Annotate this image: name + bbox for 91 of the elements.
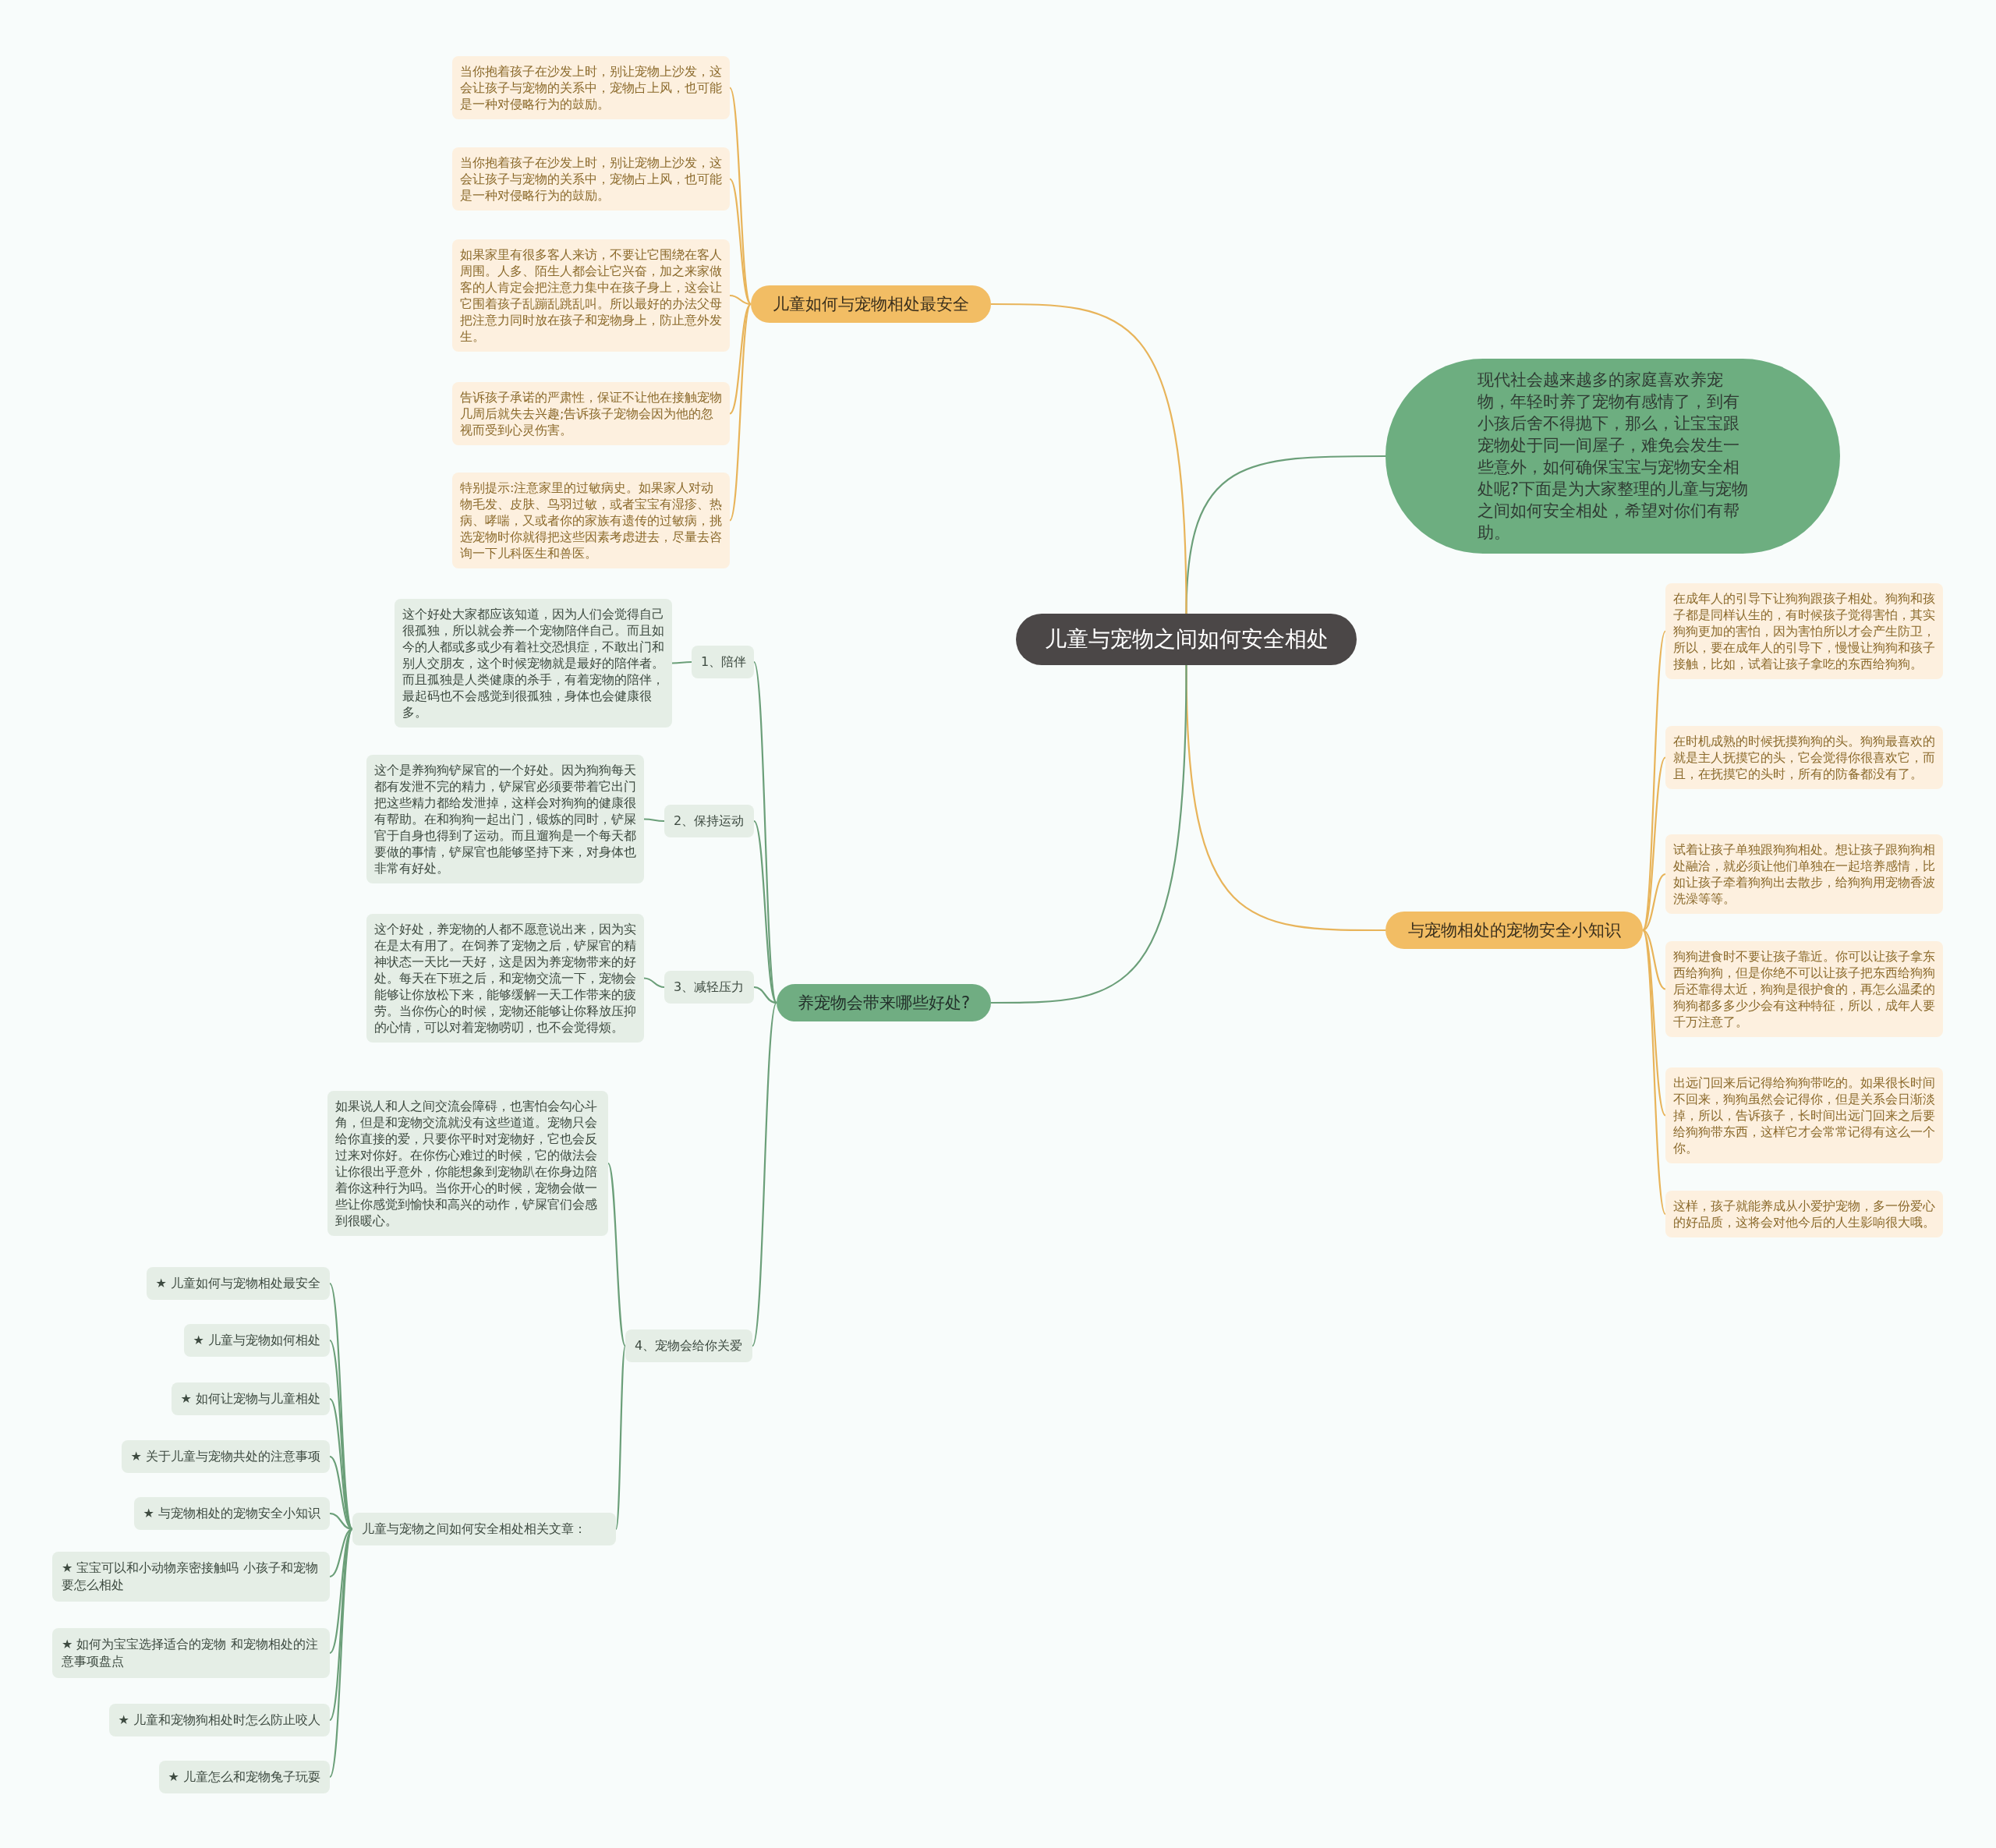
- connector-line: [753, 820, 777, 1004]
- topic-text: ★ 与宠物相处的宠物安全小知识: [143, 1505, 320, 1522]
- topic-box: [1665, 583, 1943, 679]
- connector-line: [329, 1340, 353, 1530]
- topic-text: 特别提示:注意家里的过敏病史。如果家人对动物毛发、皮肤、鸟羽过敏，或者宝宝有湿疹、热病、哮喘，又或者你的家族有遗传的过敏病，挑选宠物时你就得把这些因素考虑进去，尽量去咨询一下儿科医生和兽医。: [460, 480, 722, 561]
- topic-text: ★ 关于儿童与宠物共处的注意事项: [130, 1448, 320, 1465]
- topic-box: [1665, 941, 1943, 1037]
- topic-text: 试着让孩子单独跟狗狗相处。想让孩子跟狗狗相处融洽，就必须让他们单独在一起培养感情，比如让孩子牵着狗狗出去散步，给狗狗用宠物香波洗澡等等。: [1673, 841, 1935, 907]
- topic-text: ★ 宝宝可以和小动物亲密接触吗 小孩子和宠物要怎么相处: [62, 1559, 319, 1594]
- connector-line: [644, 818, 664, 823]
- connector-line: [752, 661, 778, 1004]
- topic-box: [52, 1628, 330, 1678]
- topic-text: 养宠物会带来哪些好处?: [797, 993, 971, 1014]
- topic-text: 出远门回来后记得给狗狗带吃的。如果很长时间不回来，狗狗虽然会记得你，但是关系会日渐淡掉，所以，告诉孩子，长时间出远门回来之后要给狗狗带东西，这样它才会常常记得有这么一个你。: [1673, 1074, 1935, 1156]
- topic-box: [1386, 912, 1643, 949]
- topic-text: 现代社会越来越多的家庭喜欢养宠物，年轻时养了宠物有感情了，到有小孩后舍不得抛下，那么，让宝宝跟宠物处于同一间屋子，难免会发生一些意外，如何确保宝宝与宠物安全相处呢?下面是为大家整理的儿童与宠物之间如何安全相处，希望对你们有帮助。: [1478, 370, 1750, 543]
- connector-line: [329, 1283, 353, 1530]
- topic-box: [1665, 1067, 1943, 1163]
- topic-box: [146, 1267, 330, 1300]
- topic-text: 如果说人和人之间交流会障碍，也害怕会勾心斗角，但是和宠物交流就没有这些道道。宠物只会给你直接的爱，只要你平时对宠物好，它也会反过来对你好。在你伤心难过的时候，它的做法会让你很出乎意外，你能想象到宠物趴在你身边陪着你这种行为吗。当你开心的时候，宠物会做一些让你感觉到愉快和高兴的动作，铲屎官们会感到很暖心。: [335, 1098, 598, 1229]
- topic-text: 1、陪伴: [701, 653, 747, 671]
- topic-box: [452, 382, 730, 445]
- topic-box: [452, 147, 730, 211]
- topic-box: [366, 755, 644, 883]
- topic-box: [352, 1513, 616, 1545]
- topic-text: ★ 如何让宠物与儿童相处: [180, 1390, 320, 1407]
- topic-text: 狗狗进食时不要让孩子靠近。你可以让孩子拿东西给狗狗，但是你绝不可以让孩子把东西给狗狗后还靠得太近，狗狗是很护食的，再怎么温柔的狗狗都多多少少会有这种特征，所以，成年人要千万注意了。: [1673, 948, 1935, 1030]
- connector-line: [729, 303, 752, 415]
- topic-text: ★ 儿童如何与宠物相处最安全: [155, 1275, 320, 1292]
- topic-box: [52, 1552, 330, 1602]
- topic-box: [452, 473, 730, 568]
- topic-box: [625, 1329, 752, 1362]
- topic-box: [1665, 726, 1943, 789]
- topic-box: [121, 1440, 330, 1473]
- topic-text: 在成年人的引导下让狗狗跟孩子相处。狗狗和孩子都是同样认生的，有时候孩子觉得害怕，其实狗狗更加的害怕，因为害怕所以才会产生防卫，所以，要在成年人的引导下，慢慢让狗狗和孩子接触，比如，试着让孩子拿吃的东西给狗狗。: [1673, 590, 1935, 672]
- topic-box: [692, 646, 754, 678]
- topic-box: [751, 285, 991, 323]
- connector-line: [1642, 756, 1666, 931]
- topic-box: [327, 1091, 608, 1236]
- topic-box: [664, 805, 754, 837]
- connector-line: [991, 665, 1187, 1004]
- connector-line: [753, 986, 777, 1004]
- connector-line: [1642, 631, 1666, 931]
- topic-box: [108, 1704, 330, 1736]
- topic-text: 这样，孩子就能养成从小爱护宠物，多一份爱心的好品质，这将会对他今后的人生影响很大哦。: [1673, 1198, 1935, 1230]
- connector-line: [1642, 929, 1666, 990]
- connector-line: [752, 1002, 777, 1347]
- connector-line: [329, 1528, 353, 1778]
- topic-box: [777, 984, 991, 1021]
- topic-text: ★ 儿童和宠物狗相处时怎么防止咬人: [118, 1712, 320, 1729]
- connector-line: [607, 1163, 626, 1347]
- topic-text: 如果家里有很多客人来访，不要让它围绕在客人周围。人多、陌生人都会让它兴奋，加之来家做客的人肯定会把注意力集中在孩子身上，这会让它围着孩子乱蹦乱跳乱叫。所以最好的办法父母把注意力同时放在孩子和宠物身上，防止意外发生。: [460, 246, 722, 345]
- connector-line: [991, 303, 1187, 614]
- topic-text: 当你抱着孩子在沙发上时，别让宠物上沙发，这会让孩子与宠物的关系中，宠物占上风，也可能是一种对侵略行为的鼓励。: [460, 154, 722, 204]
- topic-text: ★ 如何为宝宝选择适合的宠物 和宠物相处的注意事项盘点: [62, 1636, 319, 1670]
- topic-text: 在时机成熟的时候抚摸狗狗的头。狗狗最喜欢的就是主人抚摸它的头，它会觉得你很喜欢它，而且，在抚摸它的头时，所有的防备都没有了。: [1673, 733, 1935, 782]
- topic-text: 当你抱着孩子在沙发上时，别让宠物上沙发，这会让孩子与宠物的关系中，宠物占上风，也可能是一种对侵略行为的鼓励。: [460, 63, 722, 112]
- topic-box: [133, 1497, 330, 1530]
- topic-text: 这个好处大家都应该知道，因为人们会觉得自己很孤独，所以就会养一个宠物陪伴自己。而且如今的人都或多或少有着社交恐惧症，不敢出门和别人交朋友，这个时候宠物就是最好的陪伴者。而且孤独是人类健康的杀手，有着宠物的陪伴，最起码也不会感觉到很孤独，身体也会健康很多。: [402, 606, 664, 720]
- topic-box: [158, 1761, 330, 1793]
- topic-box: [452, 56, 730, 119]
- connector-line: [643, 977, 665, 989]
- connector-line: [614, 1345, 627, 1530]
- topic-text: 与宠物相处的宠物安全小知识: [1407, 920, 1621, 941]
- connector-line: [729, 294, 752, 306]
- connector-line: [1642, 873, 1666, 931]
- topic-box: [366, 914, 644, 1043]
- connector-line: [729, 87, 752, 305]
- topic-text: ★ 儿童与宠物如何相处: [193, 1332, 320, 1349]
- topic-box: [171, 1382, 330, 1415]
- connector-line: [1642, 929, 1666, 1117]
- topic-text: 2、保持运动: [674, 812, 745, 830]
- topic-text: 儿童与宠物之间如何安全相处: [1044, 625, 1329, 653]
- connector-line: [729, 178, 752, 305]
- topic-box: [1665, 834, 1943, 914]
- connector-line: [672, 660, 692, 664]
- topic-box: [395, 599, 672, 728]
- topic-box: [664, 971, 754, 1004]
- topic-text: ★ 儿童怎么和宠物兔子玩耍: [168, 1768, 320, 1786]
- topic-text: 3、减轻压力: [674, 979, 745, 996]
- topic-box: [452, 239, 730, 352]
- connector-line: [1642, 929, 1666, 1215]
- topic-text: 这个是养狗狗铲屎官的一个好处。因为狗狗每天都有发泄不完的精力，铲屎官必须要带着它出门把这些精力都给发泄掉，这样会对狗狗的健康很有帮助。在和狗狗一起出门，锻炼的同时，铲屎官于自身也得到了运动。而且遛狗是一个每天都要做的事情，铲屎官也能够坚持下来，对身体也非常有好处。: [374, 762, 636, 876]
- topic-text: 4、宠物会给你关爱: [635, 1337, 743, 1354]
- topic-text: 告诉孩子承诺的严肃性，保证不让他在接触宠物几周后就失去兴趣;告诉孩子宠物会因为他的忽视而受到心灵伤害。: [460, 389, 722, 438]
- topic-text: 这个好处，养宠物的人都不愿意说出来，因为实在是太有用了。在饲养了宠物之后，铲屎官的精神状态一天比一天好，这是因为养宠物带来的好处。每天在下班之后，和宠物交流一下，宠物会能够让你放松下来，能够缓解一天工作带来的疲劳。当你伤心的时候，宠物还能够让你释放压抑的心情，可以对着宠物唠叨，也不会觉得烦。: [374, 921, 636, 1036]
- connector-line: [729, 303, 752, 522]
- topic-text: 儿童如何与宠物相处最安全: [773, 294, 969, 315]
- topic-box: [183, 1324, 330, 1357]
- topic-box: [1665, 1191, 1943, 1237]
- topic-text: 儿童与宠物之间如何安全相处相关文章：: [362, 1521, 586, 1538]
